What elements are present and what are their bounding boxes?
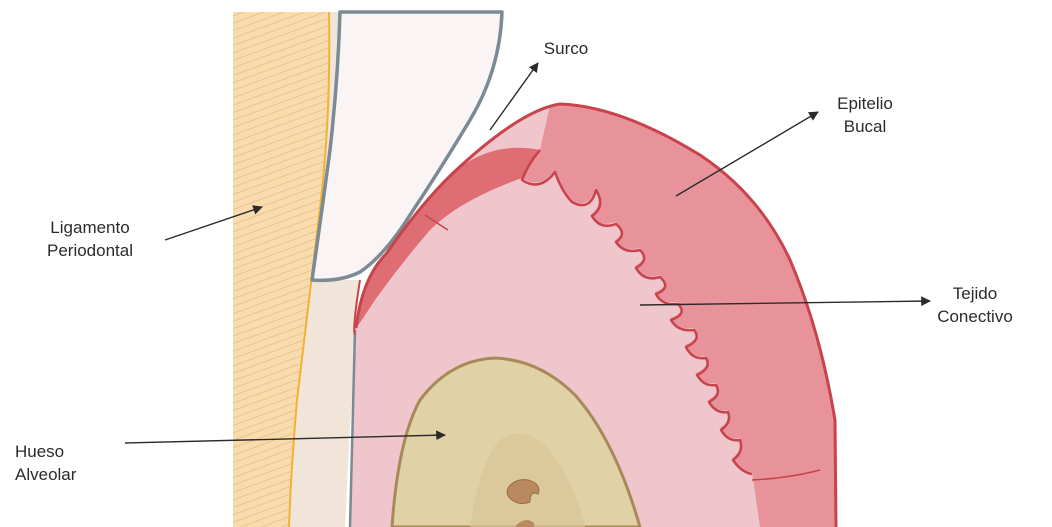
label-epitelio-line2: Bucal	[820, 115, 910, 138]
label-ligamento-line1: Ligamento	[15, 216, 165, 239]
label-hueso-line1: Hueso	[15, 440, 115, 463]
label-hueso-alveolar: Hueso Alveolar	[15, 440, 115, 486]
label-epitelio-line1: Epitelio	[820, 92, 910, 115]
label-tejido-line1: Tejido	[920, 282, 1030, 305]
label-ligamento-line2: Periodontal	[15, 239, 165, 262]
label-ligamento-periodontal: Ligamento Periodontal	[15, 216, 165, 262]
label-tejido-line2: Conectivo	[920, 305, 1030, 328]
label-hueso-line2: Alveolar	[15, 463, 115, 486]
label-epitelio-bucal: Epitelio Bucal	[820, 92, 910, 138]
label-surco: Surco	[526, 37, 606, 60]
label-surco-text: Surco	[526, 37, 606, 60]
label-tejido-conectivo: Tejido Conectivo	[920, 282, 1030, 328]
